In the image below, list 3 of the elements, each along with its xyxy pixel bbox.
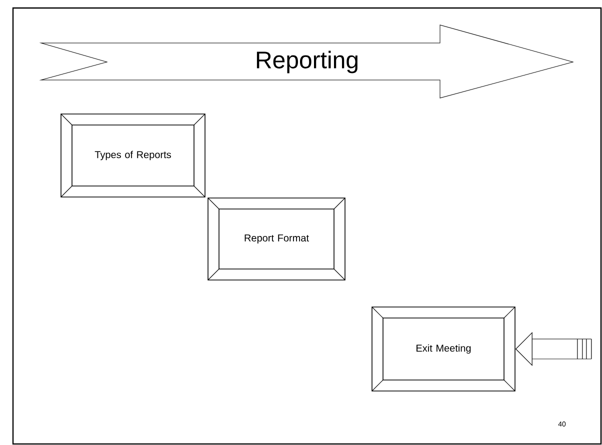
bevel-box: Exit Meeting — [372, 306, 516, 392]
bevel-box: Types of Reports — [60, 114, 206, 198]
bevel-box: Report Format — [208, 198, 346, 280]
